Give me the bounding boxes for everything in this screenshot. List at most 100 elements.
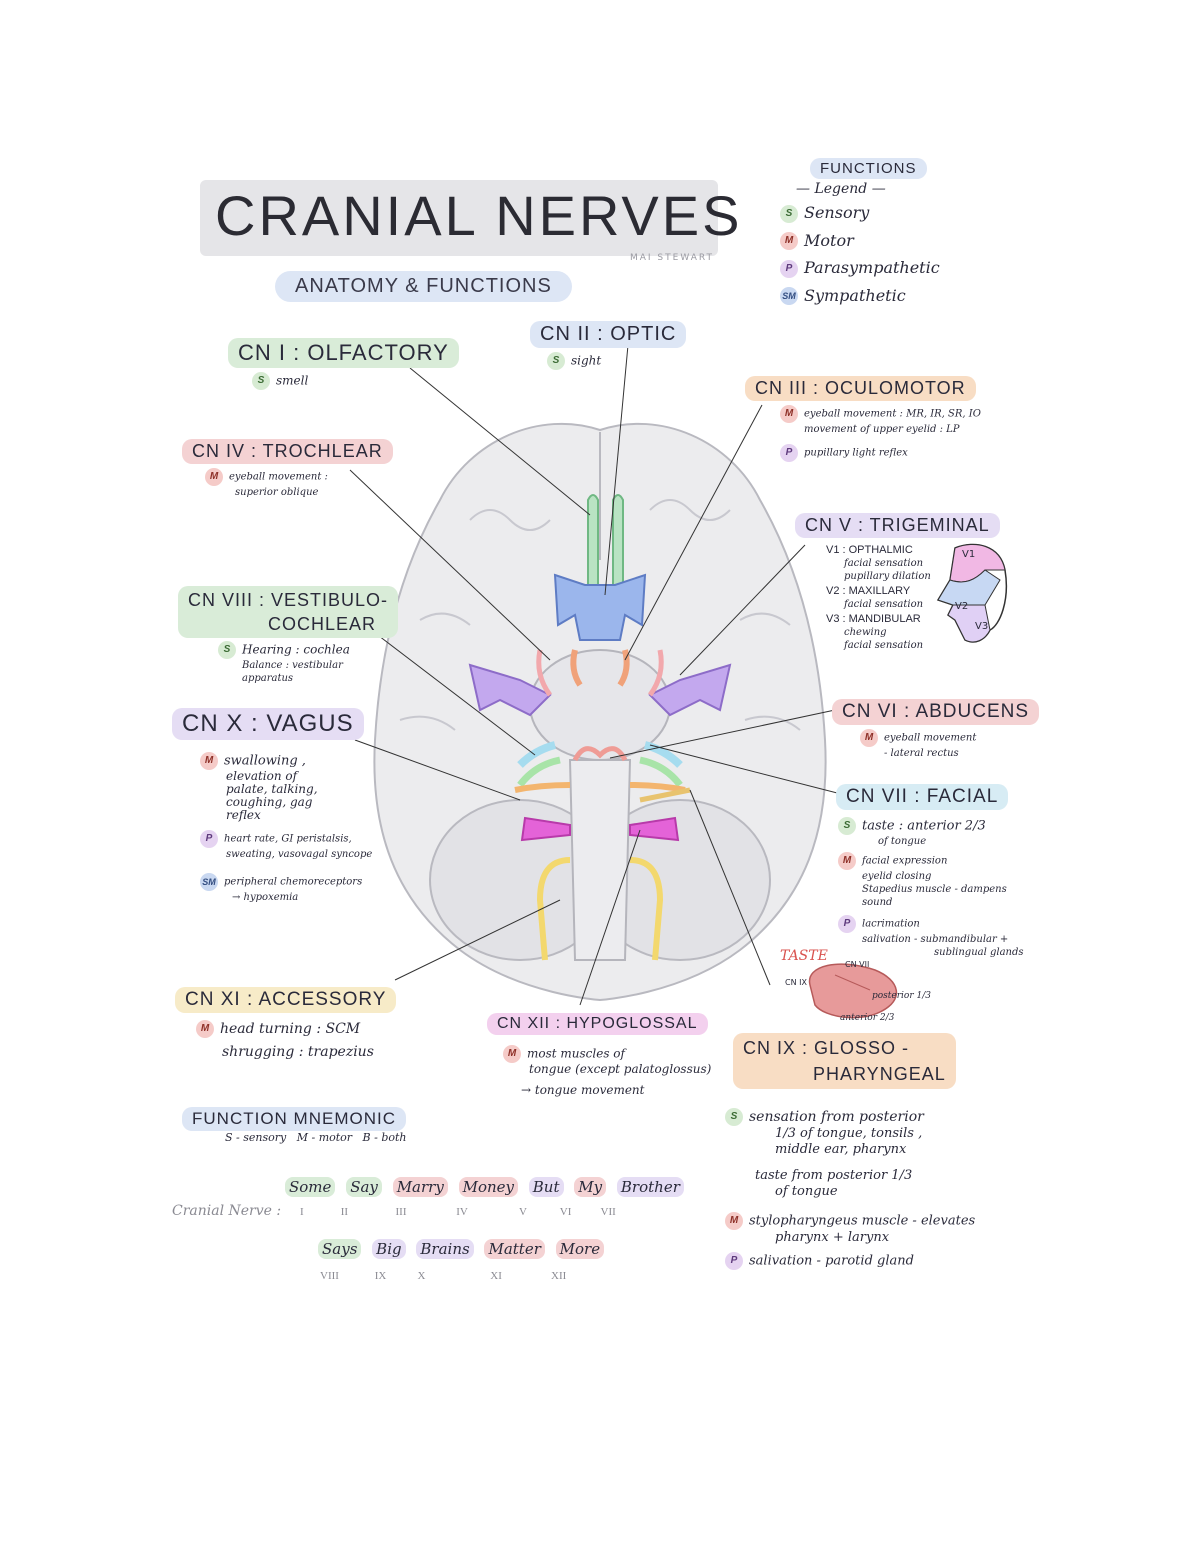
mnemonic-numeral: IV [456,1206,468,1218]
cn8-function-text: Hearing : cochlea [242,642,350,657]
cn10-function-text: palate, talking, [226,782,318,796]
glossopharyngeal-nerve-right [629,782,686,793]
mnemonic-word: Brains [416,1239,474,1259]
cn6-function-text: eyeball movement [884,732,977,744]
cn11-title: CN XI : ACCESSORY [175,987,397,1013]
sensory-tag-icon: S [838,817,856,835]
taste-cn7-label: CN VII [845,960,870,969]
parasympathetic-tag-icon: P [838,915,856,933]
cn9-function-text: stylopharyngeus muscle - elevates [749,1213,976,1229]
mnemonic-numeral: XII [551,1270,567,1282]
title-banner [200,180,718,256]
brainstem [568,759,632,961]
cn7-function-text: facial expression [862,855,948,867]
trigeminal-nerve-left [468,663,552,717]
legend-item-parasympathetic: P Parasympathetic [780,258,950,278]
motor-tag-icon: M [860,729,878,747]
sensory-tag-icon: S [780,204,798,223]
cn7-function-text: Stapedius muscle - dampens sound [862,884,1007,908]
legend-header: FUNCTIONS [810,158,927,179]
parasympathetic-tag-icon: P [200,830,218,848]
mnemonic-word: Money [458,1177,518,1197]
mnemonic-numerals-line1: I II III IV V VI VII [300,1206,616,1219]
mnemonic-word: Some [285,1177,336,1197]
vagus-nerve-left [520,816,571,842]
cn11-function-text: head turning : SCM [220,1021,361,1037]
mnemonic-numeral: VIII [320,1270,339,1282]
page-title: CRANIAL NERVES [215,184,743,247]
oculomotor-nerve-right [617,649,630,687]
cn10-title: CN X : VAGUS [172,708,364,740]
motor-tag-icon: M [838,852,856,870]
sensory-tag-icon: S [218,641,236,659]
vestibulocochlear-nerve-right [639,756,683,788]
cn9-function-text: sensation from posterior [749,1109,924,1125]
accessory-nerve-left [536,857,571,961]
cn4-title: CN IV : TROCHLEAR [182,439,393,464]
cn10-function-text: sweating, vasovagal syncope [226,849,373,860]
cn1-title: CN I : OLFACTORY [228,338,459,368]
sympathetic-tag-icon: SM [200,873,218,891]
cn9-function-text: 1/3 of tongue, tonsils , [775,1126,923,1141]
cn3-function-text: pupillary light reflex [804,447,908,459]
trochlear-nerve-right [647,649,664,697]
legend-label: Parasympathetic [804,258,940,277]
parasympathetic-tag-icon: P [725,1252,743,1270]
mnemonic-word: Matter [484,1239,545,1259]
mnemonic-word: Brother [616,1177,684,1197]
mnemonic-word: More [555,1239,605,1259]
mnemonic-title: FUNCTION MNEMONIC [182,1107,406,1131]
mnemonic-numeral: III [395,1206,407,1218]
author-credit: MAI STEWART [630,253,714,263]
cn9-function-text: pharynx + larynx [775,1230,890,1245]
cn5-function-text: facial sensation [844,599,924,610]
cn3-function-text: eyeball movement : MR, IR, SR, IO [804,408,981,420]
cn7-function-text: lacrimation [862,918,920,930]
motor-tag-icon: M [196,1020,214,1038]
abducens-nerve [572,746,628,762]
cn10-function-text: reflex [226,808,261,822]
cn8-function-text: Balance : vestibular apparatus [242,660,343,684]
mnemonic-numeral: X [417,1270,426,1282]
motor-tag-icon: M [200,752,218,770]
mnemonic-numeral: IX [374,1270,387,1282]
mnemonic-numeral: VI [559,1206,572,1218]
mnemonic-word: Say [346,1177,382,1197]
cn6-title: CN VI : ABDUCENS [832,699,1040,725]
cn12-function-text: → tongue movement [521,1083,645,1097]
cn5-title: CN V : TRIGEMINAL [795,513,1000,538]
cn7-function-text: eyelid closing [862,871,932,882]
legend-subheader-text: Legend [814,181,868,197]
taste-posterior-label: posterior 1/3 [872,991,931,1001]
cn10-function-text: coughing, gag [226,795,313,809]
cn9-title-line2: PHARYNGEAL [813,1064,946,1084]
cn9-title: CN IX : GLOSSO - PHARYNGEAL [733,1033,956,1089]
optic-chiasm [553,573,647,641]
legend-label: Motor [804,230,854,250]
parasympathetic-tag-icon: P [780,259,798,278]
glossopharyngeal-nerve-left [514,782,571,793]
cn3-title: CN III : OCULOMOTOR [745,376,976,401]
cn5-v3-label: V3 : MANDIBULAR [826,613,921,625]
cn2-title: CN II : OPTIC [530,321,687,348]
motor-tag-icon: M [503,1045,521,1063]
legend-subheader: — Legend — [796,181,886,197]
mnemonic-numeral: V [519,1206,527,1218]
cn10-function-text: peripheral chemoreceptors [224,876,363,888]
cn7-function-text: taste : anterior 2/3 [862,818,986,834]
mnemonic-word: Marry [392,1177,448,1197]
mnemonic-row-label: Cranial Nerve : [172,1203,282,1219]
mnemonic-numeral: I [300,1206,304,1218]
cn12-function-text: most muscles of [527,1046,625,1061]
cn8-title: CN VIII : VESTIBULO- COCHLEAR [178,586,399,638]
